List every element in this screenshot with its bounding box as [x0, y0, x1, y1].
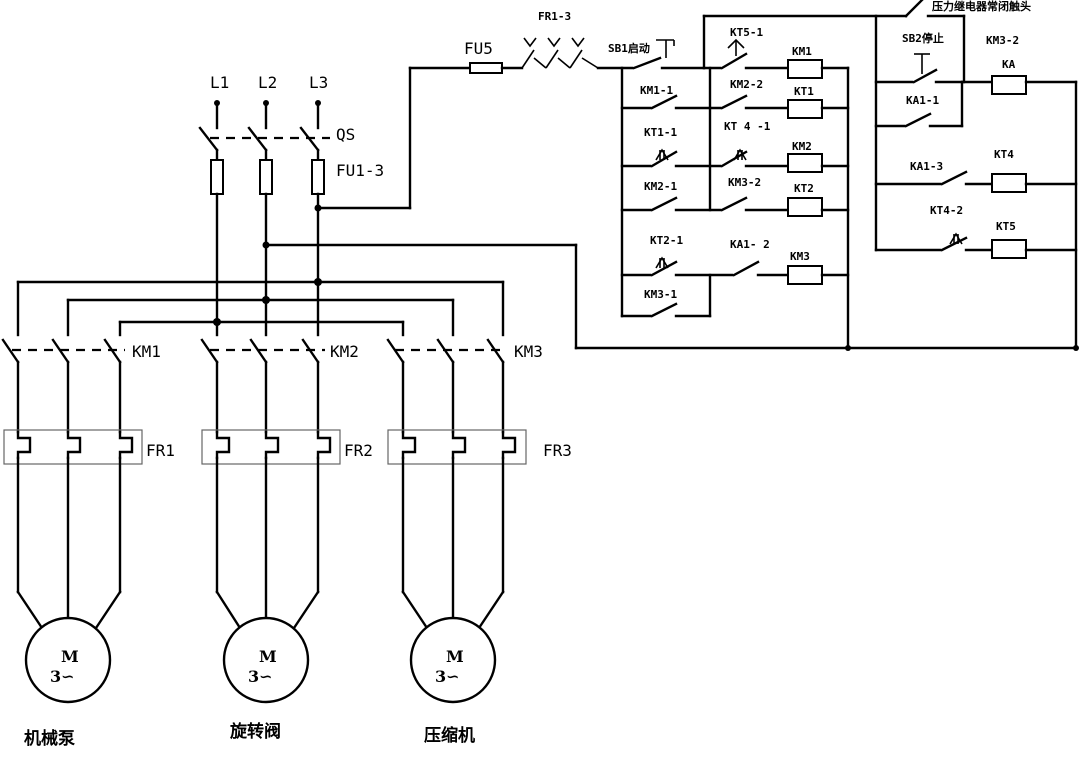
- phase-label-l3: L3: [309, 73, 328, 92]
- kt1-coil: [787, 99, 823, 119]
- phase-label-l1: L1: [210, 73, 229, 92]
- km3-coil: [787, 265, 823, 285]
- km-main-contacts: KM1 KM2 KM3: [1, 338, 543, 364]
- main-power-circuit: L1 L2 L3 QS FU1-3: [16, 73, 1078, 350]
- motor-1-symbol: M: [61, 647, 79, 666]
- kt2-coil-label: KT2: [794, 182, 814, 195]
- row-kt4: KA1-3 KT4: [874, 148, 1078, 193]
- row-kt5: KT4-2 KT5: [874, 204, 1078, 259]
- kt4-2-label: KT4-2: [930, 204, 963, 217]
- fr1-label: FR1: [146, 441, 175, 460]
- kt2-coil: [787, 197, 823, 217]
- kt5-1-label: KT5-1: [730, 26, 763, 39]
- fr1-3-label: FR1-3: [538, 10, 571, 23]
- motor-3-symbol: M: [446, 647, 464, 666]
- row-ka: SB2停止 KM3-2 KA KA1-1: [874, 14, 1078, 128]
- fu1-3-label: FU1-3: [336, 161, 384, 180]
- km2-1-label: KM2-1: [644, 180, 677, 193]
- kt5-coil-label: KT5: [996, 220, 1016, 233]
- km3-main-label: KM3: [514, 342, 543, 361]
- motor-3-caption: 压缩机: [424, 725, 475, 746]
- motor-1: M 3∽ 机械泵: [24, 616, 112, 749]
- km3-2b-label: KM3-2: [986, 34, 1019, 47]
- kt4-1-label: KT 4 -1: [724, 120, 771, 133]
- km3-coil-label: KM3: [790, 250, 810, 263]
- kt5-coil: [991, 239, 1027, 259]
- kt2-1-label: KT2-1: [650, 234, 683, 247]
- fr2-label: FR2: [344, 441, 373, 460]
- qs-label: QS: [336, 125, 355, 144]
- motor-2-symbol: M: [259, 647, 277, 666]
- motor-1-caption: 机械泵: [24, 728, 75, 749]
- ka-coil: [991, 75, 1027, 95]
- km2-coil-label: KM2: [792, 140, 812, 153]
- fu1-3-fuses: FU1-3: [210, 159, 384, 195]
- motor-1-phase: 3∽: [50, 667, 75, 686]
- motor-feeds: FR1 FR2 FR3: [3, 360, 572, 630]
- motor-2-caption: 旋转阀: [229, 721, 281, 742]
- fr3-label: FR3: [543, 441, 572, 460]
- row-km2: KT1-1 KT 4 -1 KM2: [620, 106, 850, 212]
- sb2-label: SB2停止: [902, 31, 944, 45]
- km1-coil: [787, 59, 823, 79]
- motor-2: M 3∽ 旋转阀: [222, 616, 310, 742]
- ka-coil-label: KA: [1002, 58, 1016, 71]
- km2-2-label: KM2-2: [730, 78, 763, 91]
- row-km3: KT2-1 KA1- 2 KM3-1 KM3: [620, 234, 850, 318]
- motor-3: M 3∽ 压缩机: [409, 616, 497, 746]
- km1-main-label: KM1: [132, 342, 161, 361]
- control-circuit: FU5 FR1-3 SB1启动: [408, 0, 1079, 351]
- fu5-fuse: [469, 62, 503, 74]
- kt1-coil-label: KT1: [794, 85, 814, 98]
- km1-coil-label: KM1: [792, 45, 812, 58]
- kt1-1-label: KT1-1: [644, 126, 677, 139]
- qs-switch: QS: [198, 101, 355, 160]
- phase-label-l2: L2: [258, 73, 277, 92]
- km1-1-label: KM1-1: [640, 84, 673, 97]
- kt4-coil-label: KT4: [994, 148, 1014, 161]
- row-km1: KT5-1 KM1: [702, 26, 850, 79]
- ka1-3-label: KA1-3: [910, 160, 943, 173]
- fr1-3-nc-contacts: FR1-3: [521, 10, 599, 69]
- km2-main-label: KM2: [330, 342, 359, 361]
- row-kt1: KM1-1 KM2-2 KT1: [620, 66, 850, 119]
- fu5-label: FU5: [464, 39, 493, 58]
- fr2-box: [201, 429, 341, 465]
- km3-1-label: KM3-1: [644, 288, 677, 301]
- kt4-coil: [991, 173, 1027, 193]
- ka1-2-label: KA1- 2: [730, 238, 770, 251]
- sb1-label: SB1启动: [608, 41, 650, 55]
- ka1-1-label: KA1-1: [906, 94, 939, 107]
- km3-2a-label: KM3-2: [728, 176, 761, 189]
- fr1-box: [3, 429, 143, 465]
- row-kt2: KM2-1 KM3-2 KT2: [620, 176, 850, 217]
- km2-coil: [787, 153, 823, 173]
- motor-2-phase: 3∽: [248, 667, 273, 686]
- sb1-start-button: SB1启动: [596, 39, 706, 70]
- fr3-box: [387, 429, 527, 465]
- motor-3-phase: 3∽: [435, 667, 460, 686]
- pressure-relay-label: 压力继电器常闭触头: [932, 0, 1031, 13]
